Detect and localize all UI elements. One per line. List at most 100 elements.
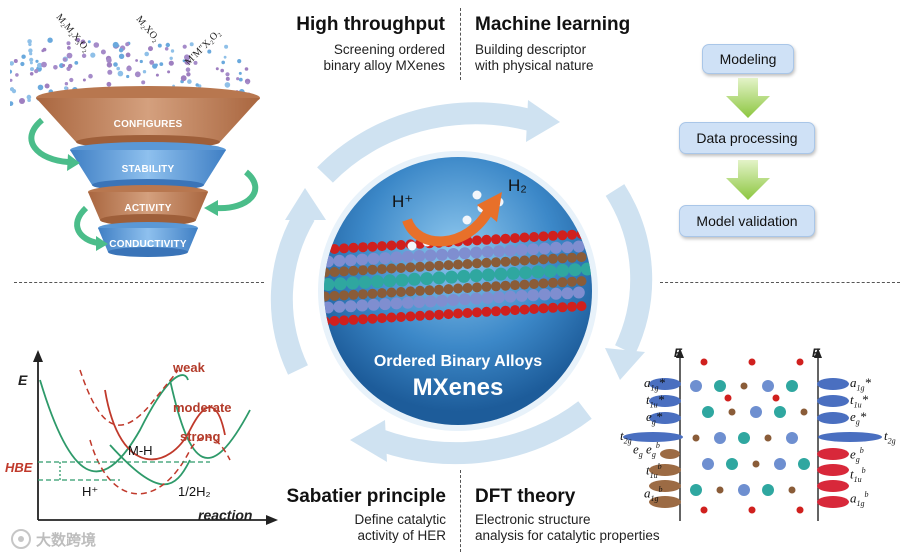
slab-atom xyxy=(557,302,568,313)
atom-dot xyxy=(117,70,124,77)
flow-box-model-validation: Model validation xyxy=(679,205,815,237)
slab-atom xyxy=(367,264,378,275)
slab-atom xyxy=(324,291,330,302)
sabatier-subtitle: Define catalytic activity of HER xyxy=(354,512,446,543)
atom-dot xyxy=(76,37,81,43)
slab-atom xyxy=(527,289,540,302)
label-hbe: HBE xyxy=(5,460,33,475)
atom-dot xyxy=(221,60,225,65)
atom-dot xyxy=(139,59,143,64)
slab-atom xyxy=(443,260,454,271)
lattice-atom xyxy=(774,406,786,418)
slab-atom xyxy=(333,254,346,267)
slab-atom xyxy=(491,257,501,268)
dft-subtitle: Electronic structure analysis for cataly… xyxy=(475,512,660,543)
slab-atom xyxy=(324,278,335,291)
slab-atom xyxy=(379,252,391,265)
slab-atom xyxy=(415,310,425,321)
atom-dot xyxy=(21,54,26,59)
slab-atom xyxy=(348,289,359,300)
slab-atom xyxy=(500,280,511,291)
atom-dot xyxy=(28,48,33,53)
slab-atom xyxy=(339,266,349,277)
atom-dot xyxy=(10,101,14,106)
hydrogen-atom xyxy=(462,215,472,225)
atom-dot xyxy=(42,47,47,52)
slab-atom xyxy=(415,285,425,296)
slab-atom xyxy=(443,284,454,295)
atom-dot xyxy=(118,53,125,59)
atom-dot xyxy=(236,77,240,81)
slab-atom xyxy=(494,267,508,281)
lattice-atom xyxy=(692,434,700,442)
slab-atom xyxy=(424,285,435,296)
atom-dot xyxy=(80,39,86,45)
cycle-arrows xyxy=(270,100,653,465)
atom-dot xyxy=(64,82,69,86)
slab-atom xyxy=(329,290,340,301)
atom-dot xyxy=(19,98,25,104)
slab-atom xyxy=(567,301,577,312)
lattice-atom xyxy=(690,380,702,392)
slab-atom xyxy=(506,266,520,280)
atom-dot xyxy=(246,81,250,85)
slab-atom xyxy=(436,248,448,261)
slab-atom xyxy=(470,292,483,305)
funnel-conductivity: CONDUCTIVITY xyxy=(109,239,187,250)
atom-dot xyxy=(182,44,187,49)
center-orb xyxy=(318,151,598,431)
lattice-atom xyxy=(690,484,702,496)
atom-dot xyxy=(106,62,113,68)
slab-atom xyxy=(386,312,397,323)
slab-atom xyxy=(482,268,495,282)
atom-dot xyxy=(69,77,74,83)
atom-dot xyxy=(180,75,187,82)
orb-left-a1g-star: a1g* xyxy=(644,375,665,393)
orb-right-t2g: t2g xyxy=(884,428,896,446)
slab-atom xyxy=(386,240,397,251)
atom-dot xyxy=(238,71,242,75)
atom-dot xyxy=(10,69,13,74)
slab-atom xyxy=(458,293,471,306)
slab-atom xyxy=(396,240,406,250)
atom-dot xyxy=(225,72,230,77)
slab-atom xyxy=(493,291,505,304)
machine-learning-subtitle: Building descriptor with physical nature xyxy=(475,42,594,73)
atom-dot xyxy=(15,73,19,77)
slab-atom xyxy=(358,314,368,325)
slab-atom xyxy=(396,312,406,322)
sabatier-title: Sabatier principle xyxy=(286,486,446,507)
slab-atom xyxy=(434,309,444,320)
slab-atom xyxy=(339,243,349,254)
slab-atom xyxy=(538,231,549,242)
slab-atom xyxy=(329,267,340,277)
label-h-plus: H⁺ xyxy=(82,484,99,499)
slab-atom xyxy=(424,249,437,262)
slab-atom xyxy=(420,272,434,286)
high-throughput-subtitle: Screening ordered binary alloy MXenes xyxy=(323,42,445,73)
funnel-configures: CONFIGURES xyxy=(113,119,183,130)
orb-left-a1g-b: a1gb xyxy=(644,485,663,503)
atom-dot xyxy=(184,54,190,61)
slab-atom xyxy=(481,291,494,304)
atom-dot xyxy=(29,72,34,76)
lattice-atom xyxy=(786,432,798,444)
orb-left-t1u-star: t1u* xyxy=(646,392,665,410)
slab-atom xyxy=(481,245,494,258)
atom-dot xyxy=(169,56,173,60)
lattice-atom xyxy=(750,406,762,418)
label-strong: strong xyxy=(180,429,221,444)
slab-atom xyxy=(504,244,517,257)
watermark-text: 大数跨境 xyxy=(36,530,97,549)
atom-dot xyxy=(184,59,191,65)
slab-atom xyxy=(572,240,585,253)
lattice-atom xyxy=(702,458,714,470)
atom-dot xyxy=(118,48,124,53)
slab-atom xyxy=(348,242,359,253)
label-half-h2: 1/2H₂ xyxy=(178,484,211,499)
slab-atom xyxy=(538,278,549,289)
label-weak: weak xyxy=(173,360,205,375)
sabatier-plot xyxy=(33,350,278,525)
lattice-atom xyxy=(788,486,796,494)
atom-dot xyxy=(93,42,100,48)
